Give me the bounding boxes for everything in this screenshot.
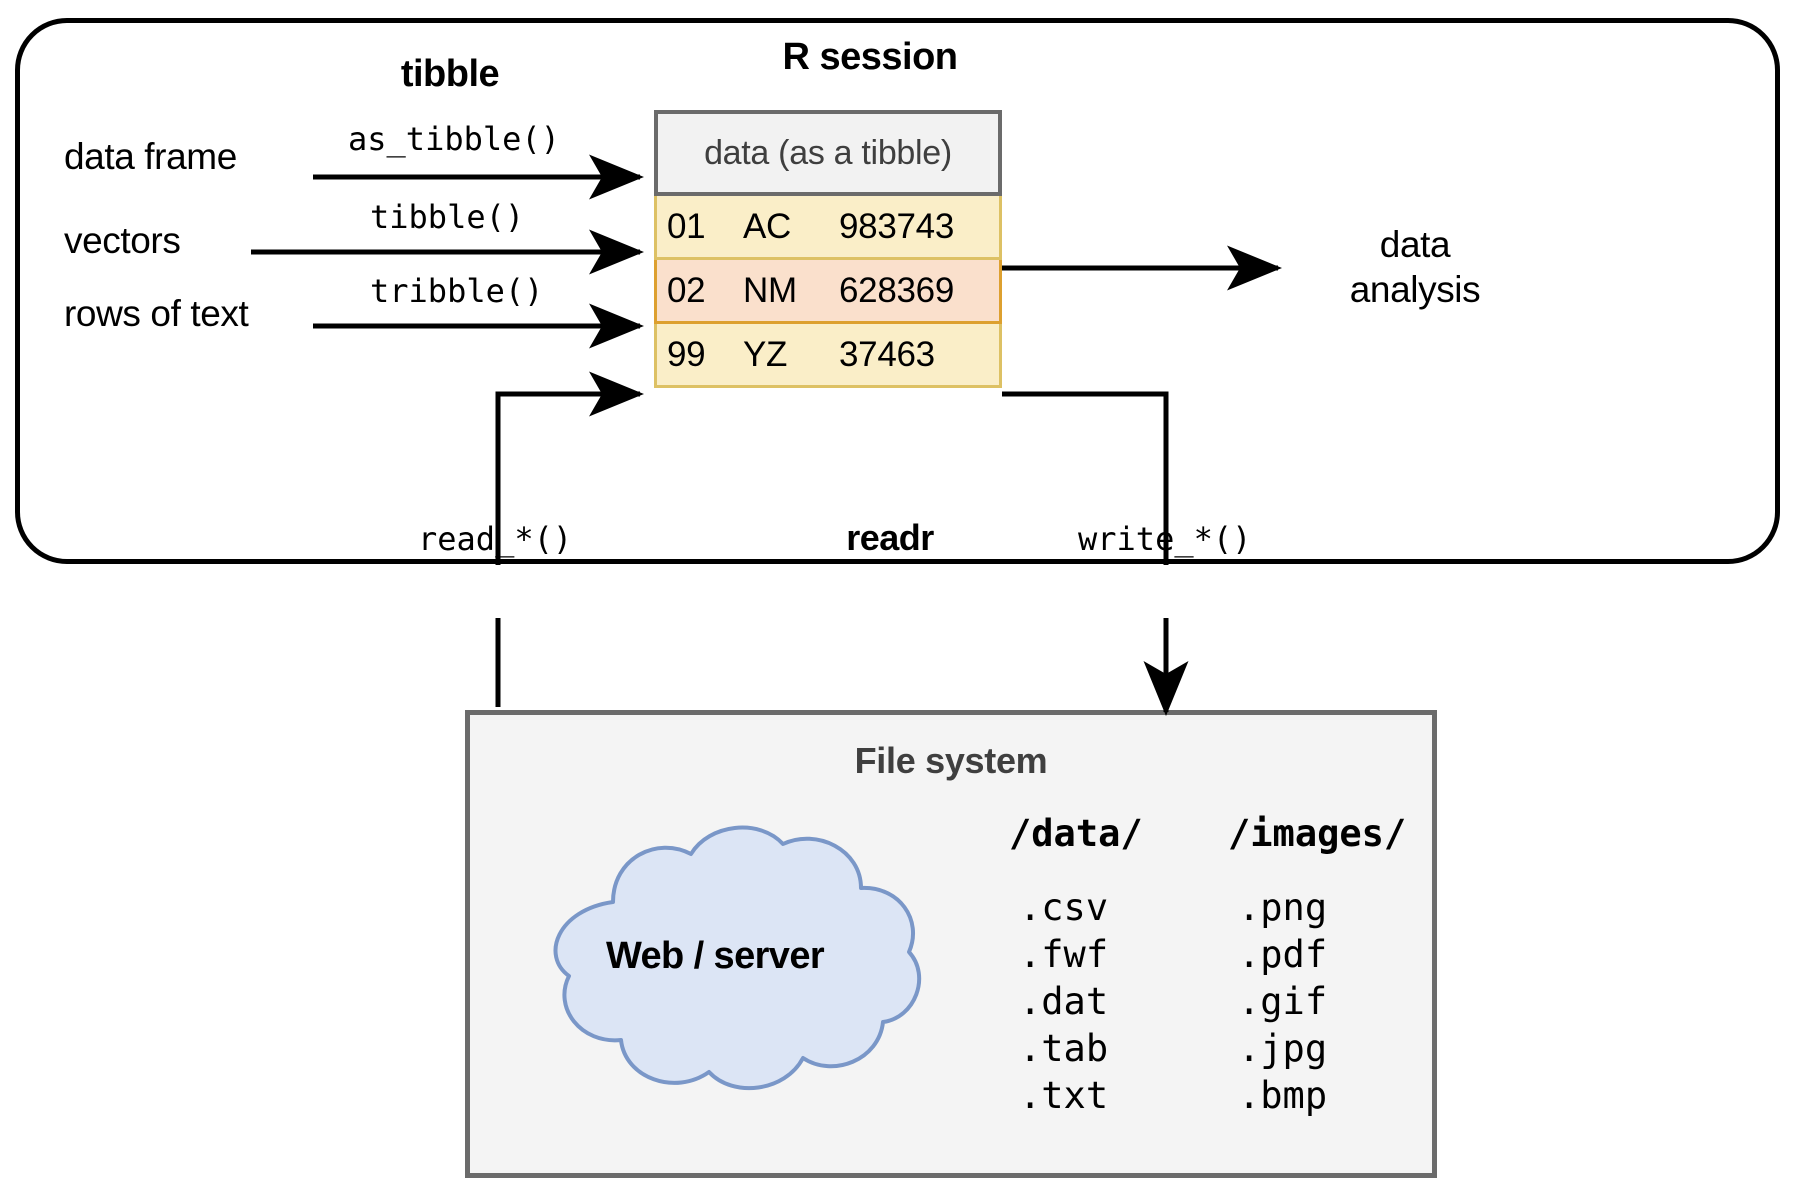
data-analysis-line-2: analysis — [1349, 269, 1481, 311]
r-session-title: R session — [782, 36, 958, 78]
file-extension: .fwf — [1019, 932, 1109, 976]
table-cell-id: 99 — [667, 334, 706, 374]
table-row: 02 NM 628369 — [654, 260, 1002, 324]
table-cell-state: YZ — [743, 334, 788, 374]
cloud-icon — [553, 825, 921, 1091]
source-label-data-frame: data frame — [64, 136, 237, 177]
source-label-rows-of-text: rows of text — [64, 293, 249, 334]
data-analysis-line-1: data — [1379, 224, 1451, 265]
directory-name: /data/ — [1009, 812, 1143, 855]
table-cell-value: 983743 — [839, 206, 954, 246]
table-cell-value: 37463 — [839, 334, 935, 374]
file-extension: .csv — [1019, 886, 1109, 929]
file-extension: .bmp — [1238, 1073, 1328, 1117]
file-extension: .gif — [1238, 979, 1328, 1023]
table-cell-state: NM — [743, 270, 797, 310]
function-label-tribble: tribble() — [370, 272, 544, 310]
function-label-as-tibble: as_tibble() — [348, 120, 560, 158]
tibble-table-header: data (as a tibble) — [654, 110, 1002, 196]
directory-name: /images/ — [1228, 812, 1407, 855]
table-cell-value: 628369 — [839, 270, 954, 310]
tibble-table: data (as a tibble) 01 AC 983743 02 NM 62… — [654, 110, 1002, 388]
readr-section-title: readr — [846, 517, 934, 558]
function-label-read: read_*() — [418, 520, 573, 558]
table-cell-id: 02 — [667, 270, 706, 310]
table-cell-id: 01 — [667, 206, 706, 246]
file-extension: .tab — [1019, 1026, 1109, 1070]
file-extension: .jpg — [1238, 1026, 1328, 1070]
table-cell-state: AC — [743, 206, 792, 246]
cloud-shape — [495, 810, 935, 1110]
r-session-container — [15, 18, 1780, 564]
data-analysis-label: data analysis — [1310, 222, 1520, 312]
table-row: 01 AC 983743 — [654, 196, 1002, 260]
file-extension: .pdf — [1238, 932, 1328, 976]
directory-column-images: /images/ .png .pdf .gif .jpg .bmp — [1228, 812, 1406, 1120]
function-label-tibble: tibble() — [370, 198, 525, 236]
file-system-title: File system — [854, 740, 1048, 781]
directory-column-data: /data/ .csv .fwf .dat .tab .txt — [1009, 812, 1143, 1120]
file-extension: .dat — [1019, 979, 1109, 1023]
cloud-label: Web / server — [605, 935, 825, 977]
function-label-write: write_*() — [1078, 520, 1252, 558]
table-row: 99 YZ 37463 — [654, 324, 1002, 388]
file-extension: .txt — [1019, 1073, 1109, 1117]
tibble-section-title: tibble — [400, 53, 500, 95]
source-label-vectors: vectors — [64, 220, 181, 261]
file-extension: .png — [1238, 886, 1328, 929]
